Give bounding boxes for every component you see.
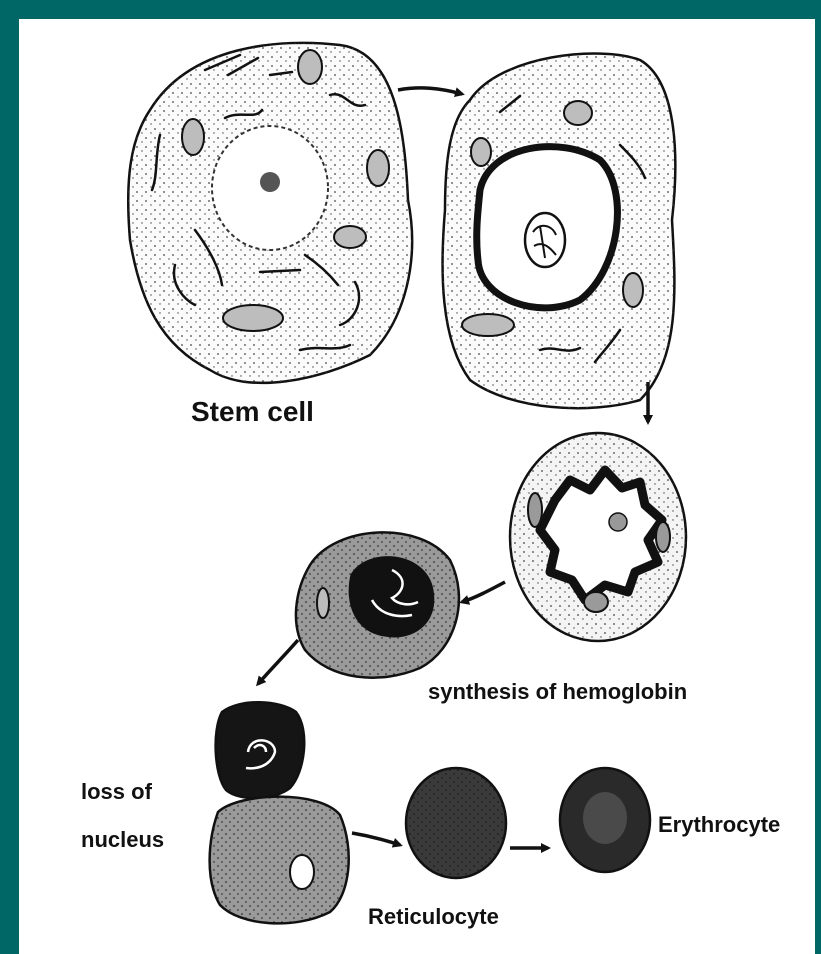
mitochondrion [334, 226, 366, 248]
mitochondrion [223, 305, 283, 331]
mitochondrion [298, 50, 322, 84]
label-stem-cell: Stem cell [191, 396, 314, 427]
stem-cell [128, 43, 412, 383]
label-reticulocyte: Reticulocyte [368, 904, 499, 929]
arrow-1 [398, 88, 462, 94]
basophilic-erythroblast-cell [510, 433, 686, 641]
nucleolus [260, 172, 280, 192]
diagram-frame: Stem cell synthesis of hemoglobin loss o… [19, 19, 815, 954]
arrow-4 [258, 640, 298, 684]
polychromatic-erythroblast-cell [296, 532, 459, 677]
label-synthesis: synthesis of hemoglobin [428, 679, 687, 704]
erythropoiesis-diagram: Stem cell synthesis of hemoglobin loss o… [19, 19, 815, 954]
arrow-5 [352, 833, 400, 845]
arrow-3 [462, 582, 505, 602]
proerythroblast-cell [443, 53, 676, 408]
reticulocyte-cell [406, 768, 506, 878]
label-erythrocyte: Erythrocyte [658, 812, 780, 837]
erythrocyte-cell [560, 768, 650, 872]
mitochondrion [367, 150, 389, 186]
mitochondrion [182, 119, 204, 155]
label-loss-line1: loss of [81, 779, 153, 804]
label-loss-line2: nucleus [81, 827, 164, 852]
orthochromatic-erythroblast-cell [210, 702, 349, 923]
